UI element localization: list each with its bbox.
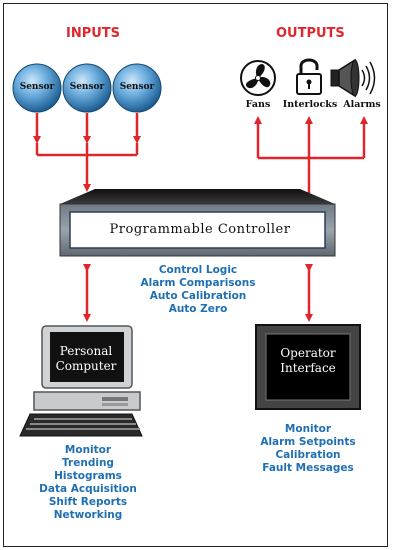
pc-screen-label: Personal Computer bbox=[52, 344, 120, 374]
operator-function: Fault Messages bbox=[262, 462, 354, 474]
sensor-label-1: Sensor bbox=[19, 82, 55, 92]
output-arrows bbox=[254, 116, 368, 193]
outputs-heading: OUTPUTS bbox=[276, 26, 345, 41]
inputs-heading: INPUTS bbox=[66, 26, 121, 41]
sensor-label-3: Sensor bbox=[119, 82, 155, 92]
operator-label-line2: Interface bbox=[280, 361, 336, 375]
pc-label-line2: Computer bbox=[55, 359, 117, 373]
operator-screen-label: Operator Interface bbox=[268, 346, 348, 376]
pc-function: Networking bbox=[53, 509, 123, 521]
speaker-alarm-icon bbox=[330, 58, 376, 98]
pc-function: Shift Reports bbox=[48, 496, 128, 508]
padlock-icon bbox=[296, 58, 322, 95]
controller-function: Auto Calibration bbox=[149, 290, 247, 302]
controller-function: Auto Zero bbox=[168, 303, 228, 315]
bidirectional-arrows bbox=[83, 264, 313, 322]
operator-function: Alarm Setpoints bbox=[260, 436, 356, 448]
sensor-3 bbox=[112, 63, 162, 113]
pc-function: Data Acquisition bbox=[39, 483, 137, 495]
input-arrows bbox=[33, 113, 141, 192]
sensor-label-2: Sensor bbox=[69, 82, 105, 92]
controller-function: Alarm Comparisons bbox=[140, 277, 256, 289]
controller-functions: Control Logic Alarm Comparisons Auto Cal… bbox=[110, 264, 286, 316]
pc-function: Trending bbox=[62, 457, 114, 469]
programmable-controller bbox=[59, 189, 336, 257]
controller-label: Programmable Controller bbox=[109, 222, 291, 237]
fan-icon bbox=[240, 60, 276, 96]
operator-function: Monitor bbox=[284, 423, 332, 435]
pc-function: Histograms bbox=[54, 470, 122, 482]
fans-label: Fans bbox=[245, 99, 271, 110]
pc-function: Monitor bbox=[64, 444, 112, 456]
alarms-label: Alarms bbox=[343, 99, 381, 110]
controller-function: Control Logic bbox=[158, 264, 238, 276]
sensor-1 bbox=[12, 63, 62, 113]
operator-function: Calibration bbox=[275, 449, 341, 461]
pc-label-line1: Personal bbox=[59, 344, 113, 358]
pc-functions: Monitor Trending Histograms Data Acquisi… bbox=[18, 444, 158, 522]
sensor-2 bbox=[62, 63, 112, 113]
interlocks-label: Interlocks bbox=[282, 99, 338, 110]
operator-interface-panel bbox=[255, 324, 361, 410]
personal-computer-icon bbox=[19, 325, 143, 437]
operator-label-line1: Operator bbox=[280, 346, 336, 360]
operator-functions: Monitor Alarm Setpoints Calibration Faul… bbox=[238, 423, 378, 475]
